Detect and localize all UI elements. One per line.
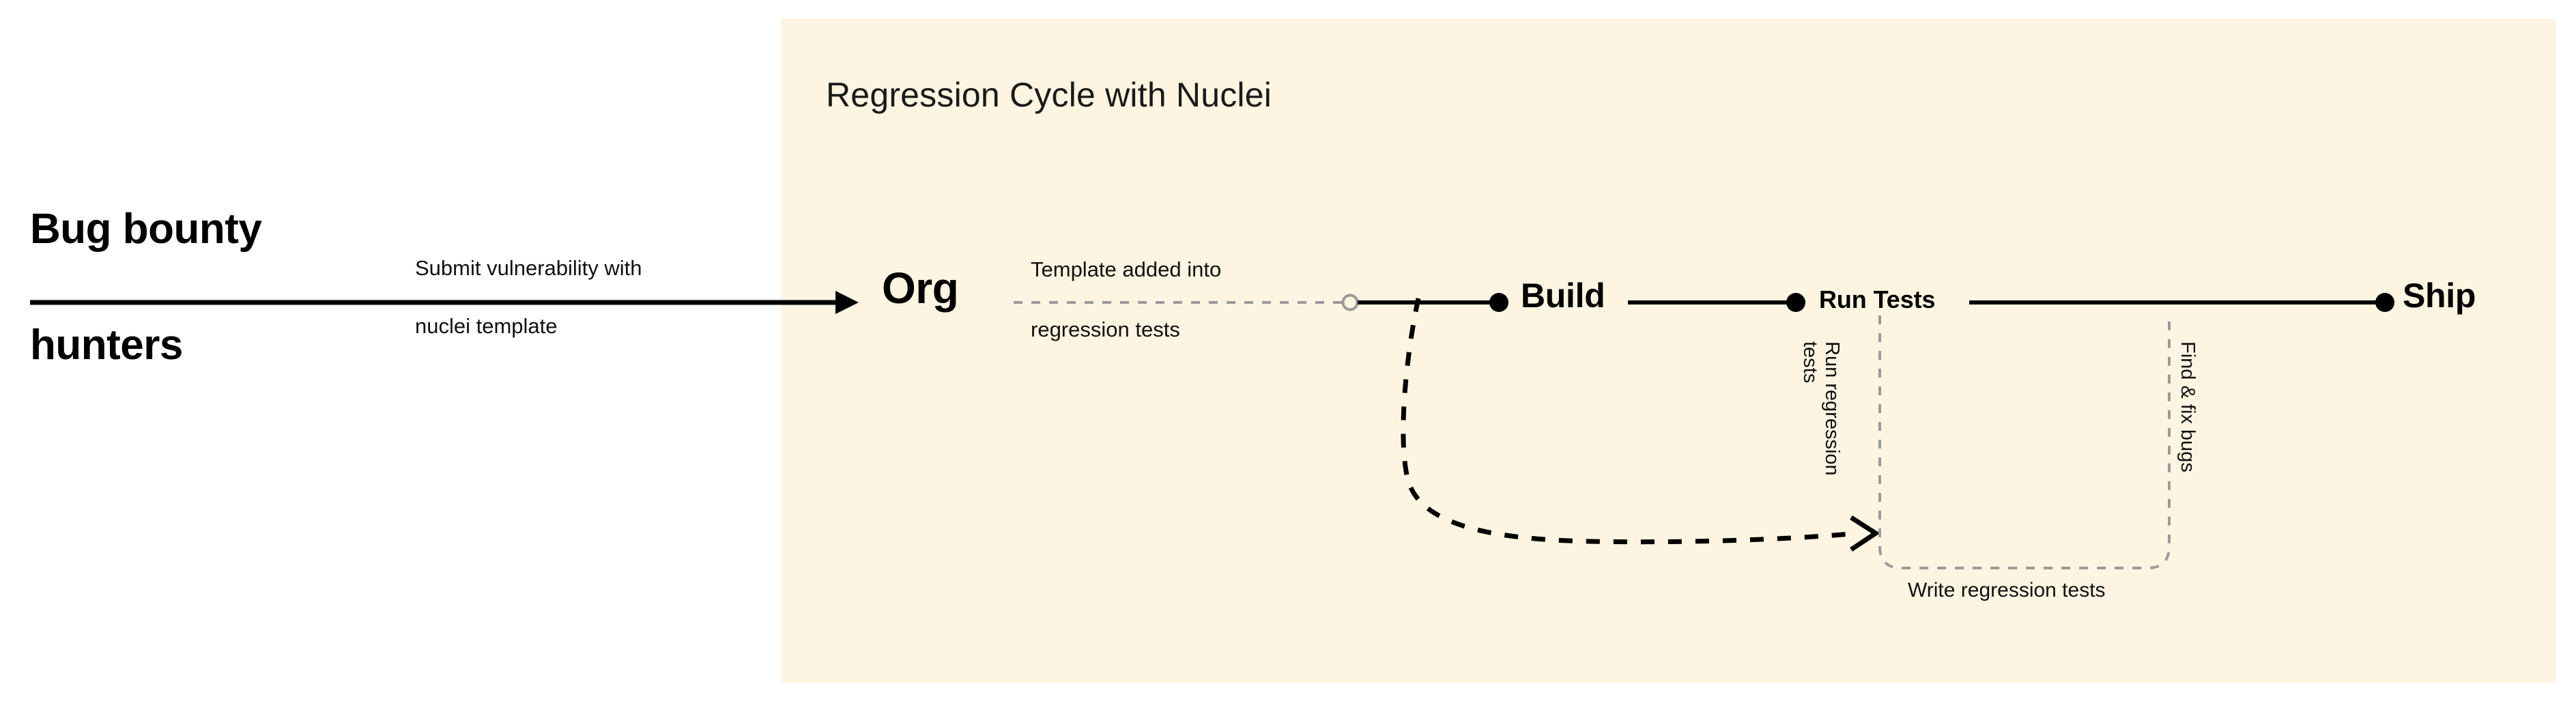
node-dot-build: [1489, 293, 1508, 312]
node-dot-ship: [2375, 293, 2394, 312]
node-label-run-tests: Run Tests: [1819, 285, 1936, 313]
node-label-org: Org: [882, 264, 959, 313]
submit-edge-label-line1: Submit vulnerability with: [415, 256, 642, 280]
node-label-build: Build: [1521, 277, 1605, 315]
find-fix-bugs-label: Find & fix bugs: [2177, 341, 2199, 472]
junction-circle: [1341, 294, 1359, 311]
submit-edge: [30, 291, 859, 314]
write-regression-tests-label: Write regression tests: [1908, 579, 2106, 601]
run-regression-label-line1: Run regression: [1821, 341, 1843, 476]
run-regression-edge: [1401, 298, 1880, 552]
submit-edge-label-line2: nuclei template: [415, 314, 558, 338]
write-regression-bracket: [1878, 315, 2171, 569]
page-title: Regression Cycle with Nuclei: [826, 76, 1272, 114]
node-label-ship: Ship: [2403, 277, 2476, 315]
template-edge-label-line1: Template added into: [1031, 257, 1222, 281]
template-edge-label-line2: regression tests: [1031, 317, 1180, 341]
node-dot-run-tests: [1786, 293, 1805, 312]
run-regression-label-line2: tests: [1799, 341, 1821, 384]
actor-label-line1: Bug bounty: [30, 205, 262, 253]
actor-label-line2: hunters: [30, 322, 183, 369]
regression-cycle-panel: [782, 18, 2556, 683]
